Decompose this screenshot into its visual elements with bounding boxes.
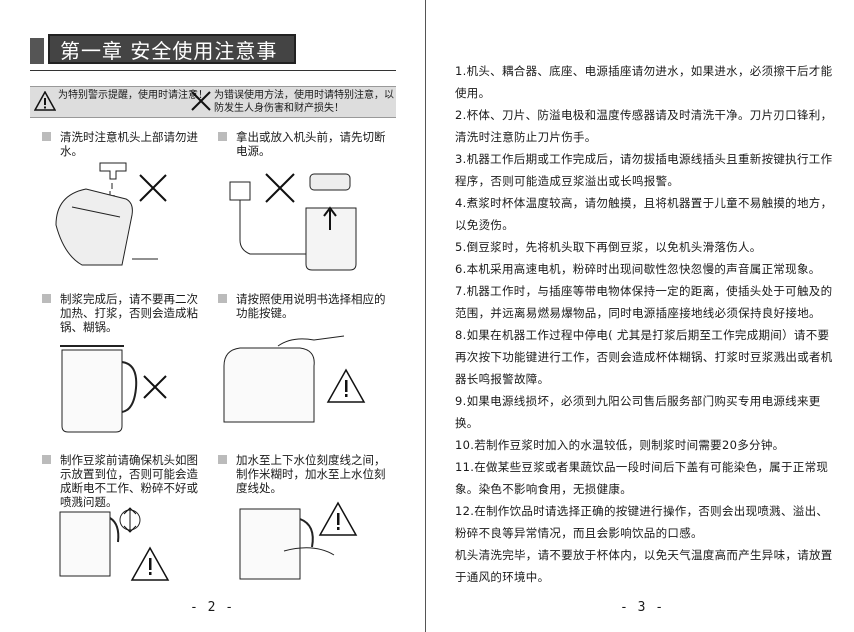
note-text: 拿出或放入机头前，请先切断电源。 (236, 130, 386, 158)
list-item: 5.倒豆浆时，先将机头取下再倒豆浆，以免机头滑落伤人。 (455, 240, 762, 254)
press-button-illustration (223, 335, 366, 423)
list-item: 6.本机采用高速电机，粉碎时出现间歇性忽快忽慢的声音属正常现象。 (455, 262, 821, 276)
prohibited-x-icon (191, 91, 211, 111)
caution-text: 为特别警示提醒，使用时请注意！ (58, 90, 208, 101)
list-item: 1.机头、耦合器、底座、电源插座请勿进水，如果进水，必须擦干后才能使用。 (455, 64, 833, 100)
chapter-heading: 第一章 安全使用注意事项 (30, 34, 300, 93)
note-text: 加水至上下水位刻度线之间，制作米糊时，加水至上水位刻度线处。 (236, 453, 386, 495)
prohibited-text: 为错误使用方法，使用时请特别注意，以防发生人身伤害和财产损失！ (214, 90, 394, 114)
caution-triangle-icon (34, 91, 56, 111)
warning-legend: 为特别警示提醒，使用时请注意！ 为错误使用方法，使用时请特别注意，以防发生人身伤… (30, 86, 396, 118)
note-marker (218, 455, 227, 464)
water-level-illustration (239, 501, 358, 580)
caution-triangle-icon (318, 501, 358, 536)
list-item: 8.如果在机器工作过程中停电( 尤其是打浆后期至工作完成期间）请不要再次按下功能… (455, 328, 833, 386)
left-page: 第一章 安全使用注意事项 为特别警示提醒，使用时请注意！ 为错误使用方法，使用时… (0, 0, 426, 632)
list-item: 10.若制作豆浆时加入的水温较低，则制浆时间需要20多分钟。 (455, 438, 785, 452)
note-marker (218, 132, 227, 141)
list-item: 3.机器工作后期或工作完成后，请勿拔插电源线插头且重新按键执行工作程序，否则可能… (455, 152, 833, 188)
chapter-bar (30, 38, 44, 64)
note-marker (218, 294, 227, 303)
caution-triangle-icon (130, 546, 170, 581)
note-text: 制作豆浆前请确保机头如图示放置到位，否则可能会造成断电不工作、粉碎不好或喷溅问题… (60, 453, 198, 509)
caution-triangle-icon (326, 368, 366, 403)
safety-instructions-list: 1.机头、耦合器、底座、电源插座请勿进水，如果进水，必须擦干后才能使用。 2.杯… (455, 60, 835, 544)
note-text: 清洗时注意机头上部请勿进水。 (60, 130, 198, 158)
list-item: 2.杯体、刀片、防溢电极和温度传感器请及时清洗干净。刀片刃口锋利，清洗时注意防止… (455, 108, 833, 144)
heading-rule (30, 70, 396, 71)
head-under-faucet-illustration (55, 162, 167, 266)
reheat-prohibited-illustration (60, 345, 167, 433)
list-item: 9.如果电源线损坏，必须到九阳公司售后服务部门购买专用电源线来更换。 (455, 394, 821, 430)
note-text: 请按照使用说明书选择相应的功能按键。 (236, 292, 386, 320)
list-item: 7.机器工作时，与插座等带电物体保持一定的距离，使插头处于可触及的范围，并远离易… (455, 284, 833, 320)
note-text: 制浆完成后，请不要再二次加热、打浆，否则会造成粘锅、糊锅。 (60, 292, 198, 334)
page-number: - 3 - (620, 600, 665, 615)
list-item: 12.在制作饮品时请选择正确的按键进行操作，否则会出现喷溅、溢出、粉碎不良等异常… (455, 504, 829, 540)
unplug-before-lift-illustration (229, 173, 357, 271)
chapter-title: 第一章 安全使用注意事项 (48, 34, 296, 93)
note-marker (42, 455, 51, 464)
list-item: 4.煮浆时杯体温度较高，请勿触摸，且将机器置于儿童不易触摸的地方，以免烫伤。 (455, 196, 833, 232)
note-marker (42, 132, 51, 141)
head-placement-illustration (59, 507, 170, 581)
page-number: - 2 - (190, 600, 235, 615)
closing-note: 机头清洗完毕，请不要放于杯体内，以免天气温度高而产生异味，请放置于通风的环境中。 (455, 548, 833, 584)
page-fold-divider (425, 0, 426, 632)
note-marker (42, 294, 51, 303)
list-item: 11.在做某些豆浆或者果蔬饮品一段时间后下盖有可能染色，属于正常现象。染色不影响… (455, 460, 829, 496)
